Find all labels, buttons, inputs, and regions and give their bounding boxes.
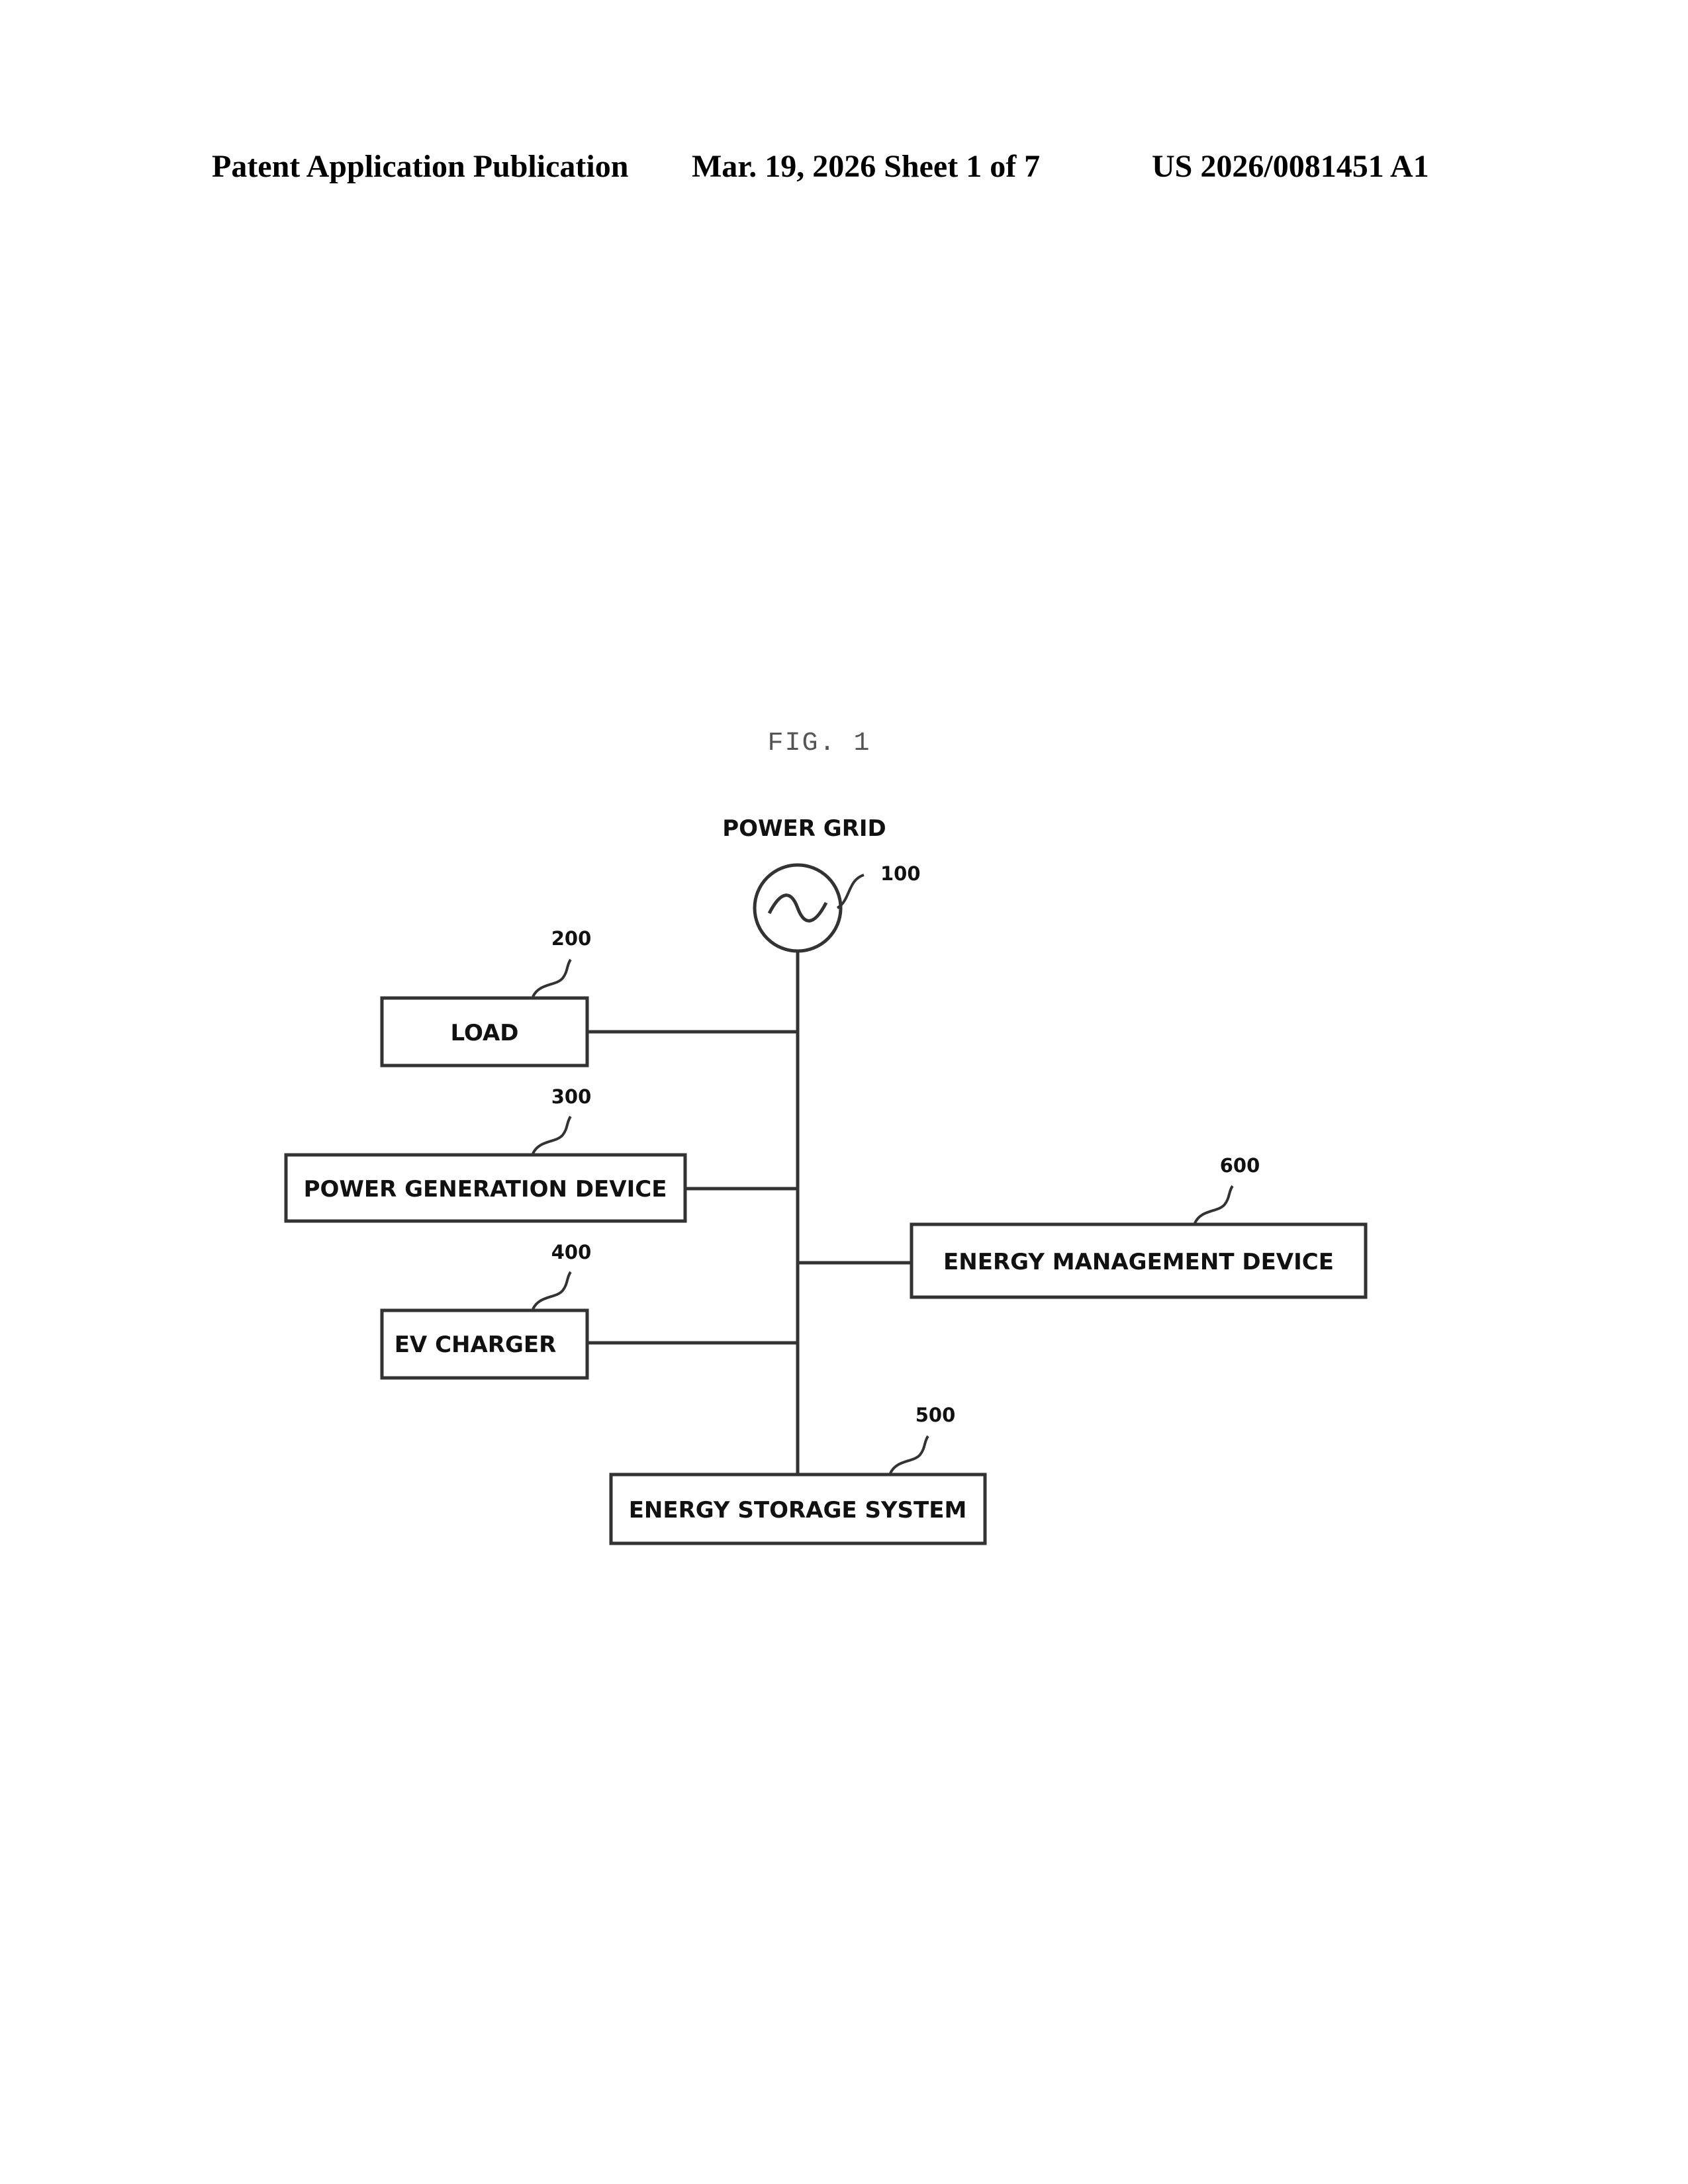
ev-charger-leader-line (533, 1272, 571, 1309)
energy-storage-system-ref: 500 (915, 1404, 956, 1426)
load-leader-line (533, 960, 571, 997)
energy-management-leader-line (1195, 1186, 1233, 1223)
power-grid-ref: 100 (880, 862, 921, 885)
energy-management-device-label: ENERGY MANAGEMENT DEVICE (943, 1249, 1334, 1275)
power-grid-label: POWER GRID (722, 815, 886, 842)
energy-storage-system-label: ENERGY STORAGE SYSTEM (629, 1497, 967, 1524)
power-generation-device-label: POWER GENERATION DEVICE (304, 1176, 667, 1203)
ev-charger-ref: 400 (551, 1241, 592, 1263)
ev-charger-label: EV CHARGER (395, 1332, 557, 1358)
load-ref: 200 (551, 927, 592, 950)
energy-storage-leader-line (890, 1436, 928, 1473)
load-label: LOAD (451, 1020, 519, 1046)
sine-wave-icon (769, 895, 826, 921)
power-generation-leader-line (533, 1116, 571, 1154)
energy-management-device-ref: 600 (1220, 1154, 1260, 1177)
power-generation-device-ref: 300 (551, 1085, 592, 1108)
power-grid-leader-line (837, 875, 864, 908)
